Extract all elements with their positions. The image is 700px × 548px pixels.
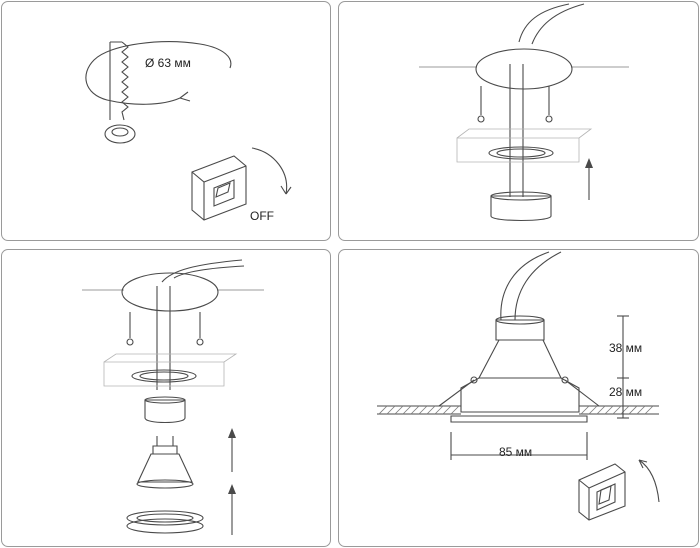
ceiling-section — [377, 405, 659, 415]
wall-switch-icon — [191, 155, 247, 221]
hole-diameter-label: Ø 63 мм — [145, 56, 191, 70]
step-1-illustration: Ø 63 мм OFF — [85, 41, 292, 223]
height-dimension — [617, 315, 629, 419]
connector — [490, 195, 552, 221]
up-arrow-icon — [228, 484, 236, 535]
connector — [495, 319, 545, 341]
width-label: 85 мм — [499, 445, 532, 459]
switch-rotate-arrow-icon — [638, 459, 660, 503]
up-arrow-icon — [228, 428, 236, 472]
wall-switch-icon — [578, 463, 626, 521]
step-3-illustration — [82, 259, 264, 535]
upper-height-label: 38 мм — [609, 341, 642, 355]
step-3-panel — [1, 249, 331, 547]
rotate-arrow-icon — [179, 91, 191, 102]
gu10-lamp-icon — [136, 436, 194, 489]
hole-saw-icon — [104, 41, 136, 144]
width-dimension — [450, 432, 588, 460]
ceiling-hole — [475, 48, 573, 90]
cut-circle-icon — [85, 41, 232, 105]
step-1-panel: Ø 63 мм OFF — [1, 1, 331, 241]
step-4-illustration: 38 мм 28 мм 85 мм — [377, 251, 660, 521]
trim-ring-icon — [126, 510, 204, 534]
step-4-panel: 38 мм 28 мм 85 мм — [338, 249, 699, 547]
up-arrow-icon — [585, 158, 593, 200]
switch-state-label: OFF — [250, 209, 274, 223]
cable — [518, 3, 570, 43]
step-2-illustration — [419, 3, 629, 221]
lower-height-label: 28 мм — [609, 385, 642, 399]
switch-rotate-arrow-icon — [251, 147, 288, 195]
step-2-panel — [338, 1, 699, 241]
